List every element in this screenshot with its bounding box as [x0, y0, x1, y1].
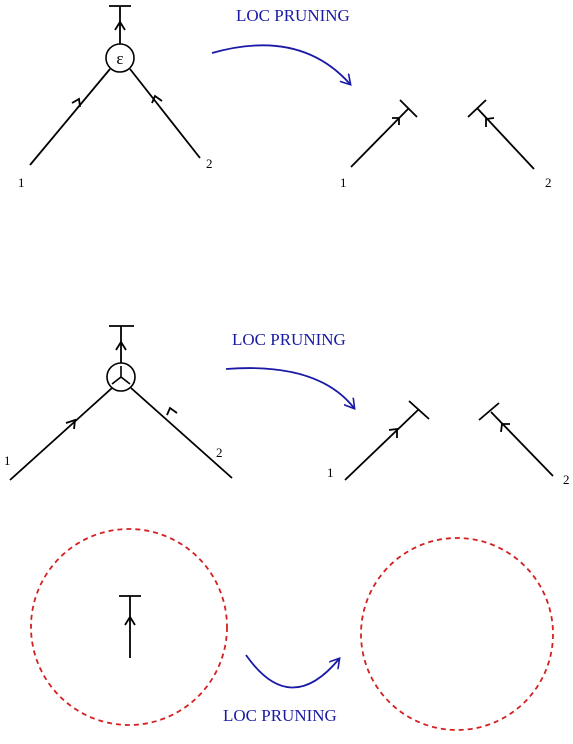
row1-pruning-label: LOC PRUNING: [236, 6, 350, 25]
row3-pruning-label: LOC PRUNING: [223, 706, 337, 725]
row1-result-right-label: 2: [545, 175, 552, 190]
row2-result-right-arrow: [500, 423, 510, 433]
row1-result-left-label: 1: [340, 175, 347, 190]
row1-leg-left-label: 1: [18, 175, 25, 190]
row1-leg-left-arrow: [71, 97, 81, 108]
row1-leg-right-label: 2: [206, 156, 213, 171]
row2-result-left-bar: [408, 400, 430, 420]
row1-original-graph: [29, 5, 201, 166]
row2-pruned-graph: [344, 400, 554, 481]
row2-leg-left-label: 1: [4, 453, 11, 468]
row1-pruning-arrow: [211, 44, 350, 84]
row2-leg-right-arrow: [166, 406, 178, 416]
row2-vertex-trivalent-symbol: [111, 366, 131, 385]
row2-result-left-label: 1: [327, 465, 334, 480]
row2-result-right-label: 2: [563, 472, 570, 487]
row1-leg-right: [129, 68, 201, 159]
row1-top-stem-arrow: [114, 20, 126, 31]
row1-vertex-circle: [105, 43, 135, 73]
row1-vertex-epsilon: ε: [116, 49, 123, 68]
row1-result-right-line: [476, 107, 535, 170]
row2-result-right-bar: [478, 402, 500, 421]
row1-result-right-arrow: [485, 117, 495, 127]
row2-pruning-arrow: [225, 367, 354, 408]
row2-top-stem-arrow: [115, 340, 127, 351]
row3-right-empty-dashed-circle: [360, 537, 554, 731]
row2-pruning-label: LOC PRUNING: [232, 330, 346, 349]
row2-result-left-line: [344, 409, 419, 481]
row1-result-left-bar: [399, 99, 418, 118]
row2-vertex-circle: [106, 362, 136, 392]
row2-leg-left-arrow: [65, 418, 77, 430]
row3-stub-arrow: [124, 615, 136, 626]
row1-result-right-bar: [467, 99, 487, 118]
row2-result-right-line: [490, 411, 554, 477]
row3-isolated-stub: [119, 595, 141, 658]
row1-result-left-line: [350, 107, 410, 168]
row2-original-graph: [9, 325, 233, 481]
row3-pruning-arrow: [245, 654, 339, 689]
row1-leg-right-arrow: [151, 94, 163, 104]
row2-leg-right-label: 2: [216, 445, 223, 460]
row3-left-dashed-circle: [30, 528, 228, 726]
row1-leg-left: [29, 68, 111, 166]
row2-result-left-arrow: [388, 427, 398, 438]
row1-result-left-arrow: [392, 117, 400, 125]
row1-pruned-graph: [350, 99, 535, 170]
row2-leg-left: [9, 387, 113, 481]
row2-leg-right: [130, 387, 233, 479]
